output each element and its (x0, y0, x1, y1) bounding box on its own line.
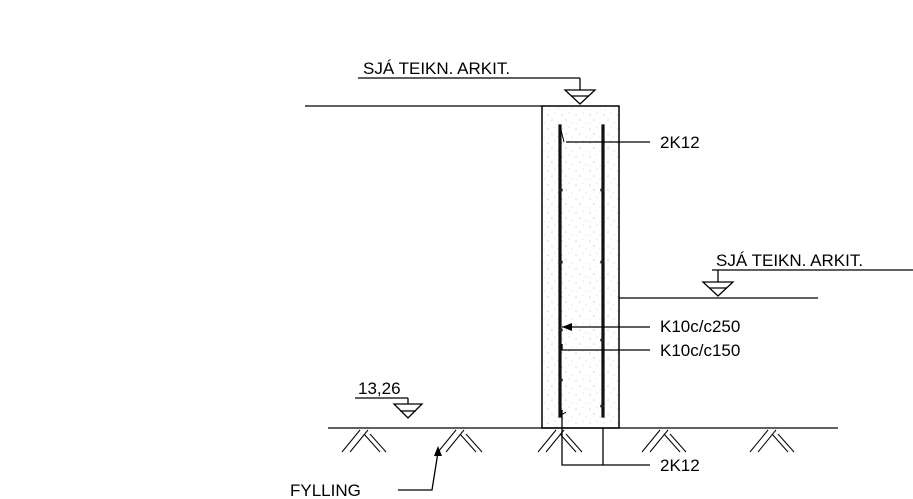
ground-level-marker (355, 397, 424, 419)
side-level-marker (701, 269, 913, 297)
side-level-label: SJÁ TEIKN. ARKIT. (716, 251, 863, 270)
arrow-fill (434, 446, 442, 456)
rebar-left-hook-top (559, 125, 565, 143)
soil-hatch (341, 429, 795, 453)
ground-level-label: 13,26 (358, 379, 401, 398)
rebar-top-label: 2K12 (660, 133, 700, 152)
rebar-bottom-label: 2K12 (660, 456, 700, 475)
rebar-left-hook-bot (559, 411, 567, 417)
leader-fill (398, 451, 439, 491)
leader-stirrup-150 (561, 344, 650, 351)
stirrup-label-250: K10c/c250 (660, 317, 740, 336)
arrow-stirrup-250 (562, 323, 572, 331)
top-level-marker (358, 77, 597, 105)
leader-bottom-rebar (561, 410, 650, 466)
stirrup-label-150: K10c/c150 (660, 341, 740, 360)
concrete-wall (541, 105, 620, 429)
top-level-label: SJÁ TEIKN. ARKIT. (363, 59, 510, 78)
fill-label: FYLLING (290, 481, 361, 499)
rebar-group (558, 124, 605, 418)
